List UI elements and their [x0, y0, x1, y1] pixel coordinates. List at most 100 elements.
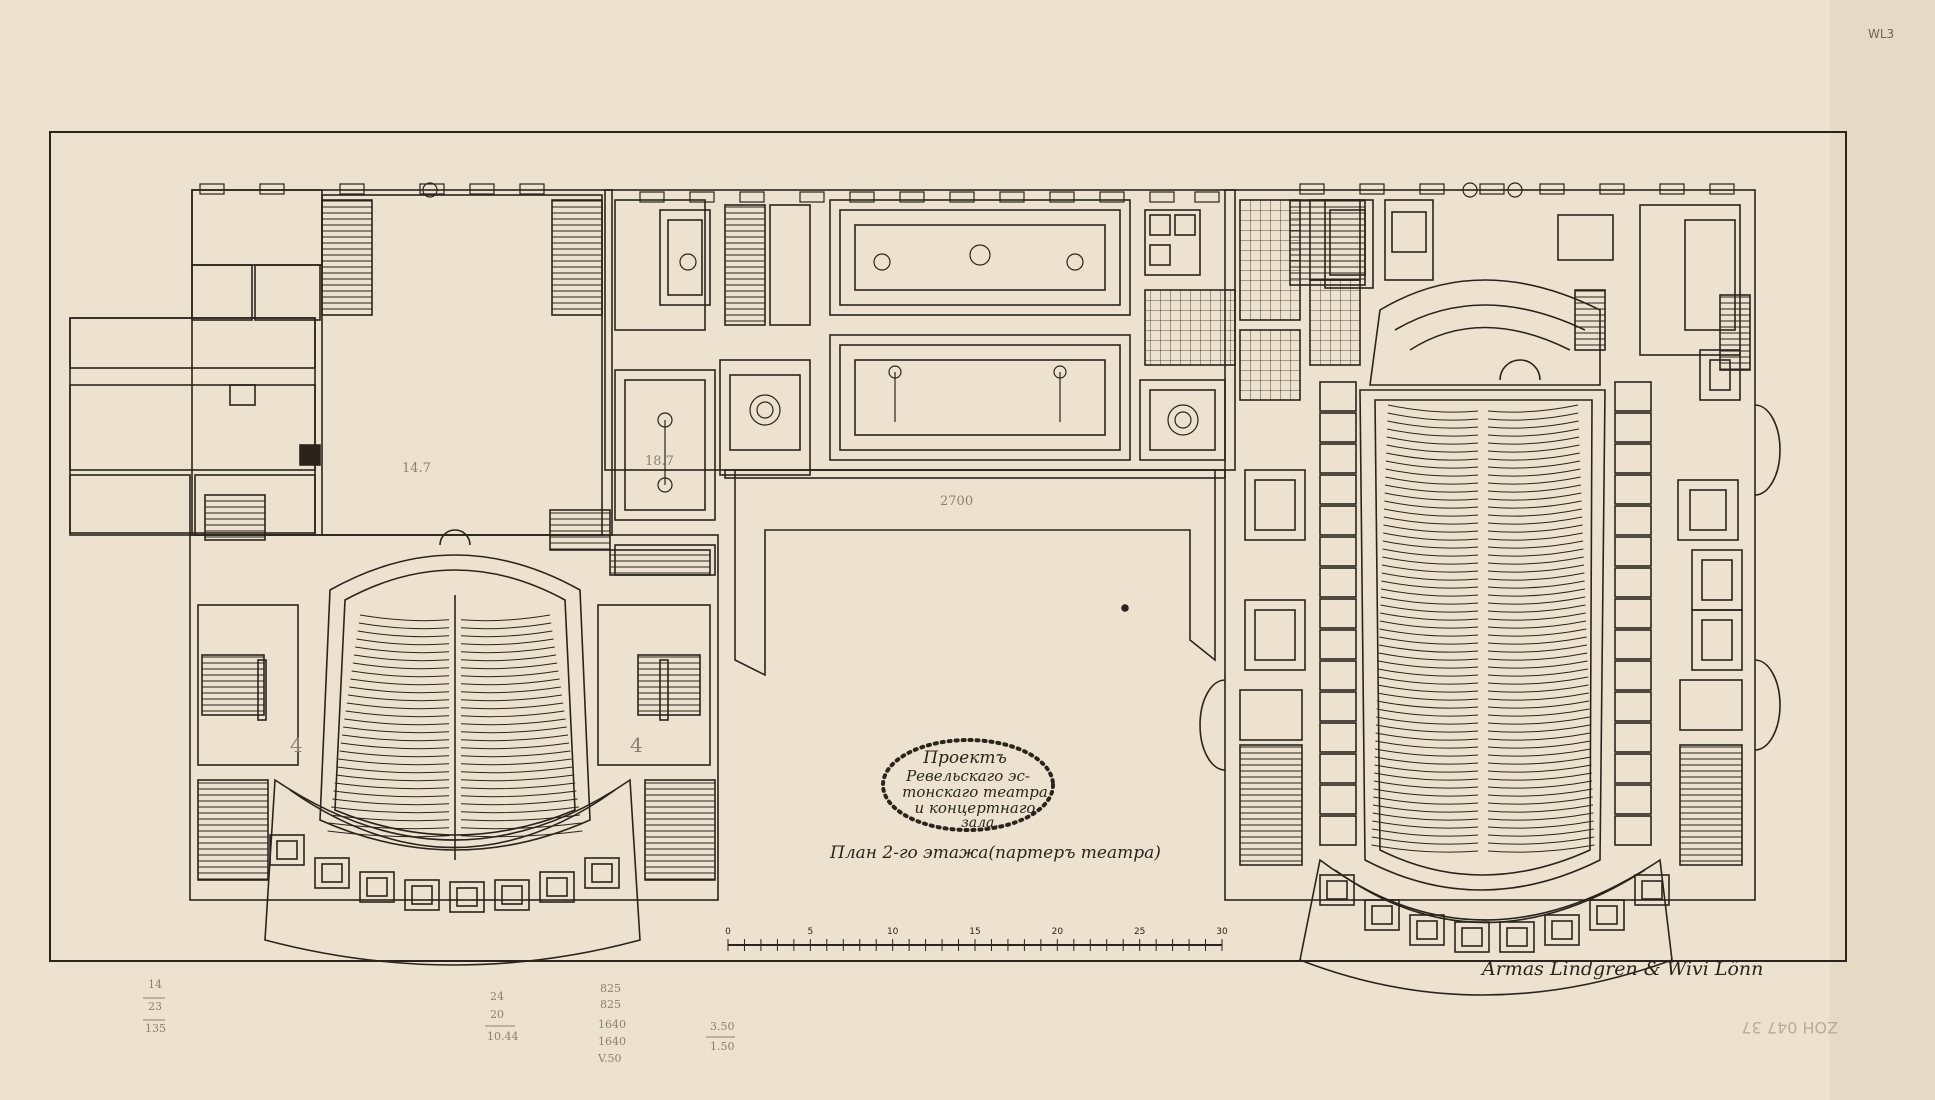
window [1419, 183, 1445, 195]
seat-row [1487, 404, 1579, 413]
pencil-note-3c: 1640 [598, 1018, 626, 1031]
window [1099, 191, 1125, 203]
seat-row [1487, 556, 1584, 565]
seat-row [1379, 628, 1479, 637]
window [1299, 183, 1325, 195]
window [999, 191, 1025, 203]
seat-row [1375, 748, 1479, 757]
seat-row [1372, 820, 1479, 829]
seat-row [1487, 692, 1589, 701]
seat-row [460, 662, 558, 670]
seat-row [1487, 812, 1594, 821]
loge-box [1634, 874, 1670, 906]
seat-row [1373, 788, 1479, 797]
window [689, 191, 715, 203]
seat-row [1378, 668, 1479, 677]
side-box-right [1614, 691, 1652, 722]
window [469, 183, 495, 195]
seat-row [460, 710, 565, 718]
scale-label: 0 [725, 927, 731, 937]
seat-row [1487, 820, 1594, 829]
seat-row [1373, 796, 1479, 805]
pencil-note-2a: 24 [490, 990, 504, 1003]
loge-box [314, 857, 350, 889]
seat-row [460, 630, 553, 638]
window [259, 183, 285, 195]
seat-row [1487, 620, 1587, 629]
seat-row [1372, 812, 1479, 821]
side-box-left [1319, 412, 1357, 443]
seat-row [460, 734, 569, 742]
seat-row [358, 622, 450, 630]
seat-row [1381, 572, 1479, 581]
window [199, 183, 225, 195]
side-box-right [1614, 660, 1652, 691]
window [899, 191, 925, 203]
title-dotted-ellipse [881, 738, 1055, 832]
seat-row [1380, 604, 1479, 613]
seat-row [1378, 660, 1479, 669]
large-auditorium-back-boxes [1319, 874, 1670, 953]
loge-box [494, 879, 530, 911]
pencil-note-3a: 825 [600, 982, 621, 995]
title-line-3: тонскаго театра [902, 783, 1048, 801]
pencil-note-3b: 825 [600, 998, 621, 1011]
seat-row [460, 686, 561, 694]
seat-row [1487, 660, 1588, 669]
seat-row [460, 814, 581, 822]
seat-row [1375, 732, 1479, 741]
left-auditorium-block [189, 534, 719, 901]
large-auditorium [1299, 279, 1673, 996]
title-line-1: Проектъ [922, 748, 1007, 768]
seat-row [460, 702, 564, 710]
loge-box-inner [321, 863, 343, 883]
pencil-note-3e: V.50 [597, 1052, 622, 1065]
seat-row [357, 630, 450, 638]
window [949, 191, 975, 203]
seat-row [1487, 444, 1580, 453]
seat-row [1487, 604, 1586, 613]
seat-row [1487, 540, 1584, 549]
seat-row [355, 646, 450, 654]
seat-row [331, 806, 450, 814]
seat-row [1487, 780, 1593, 789]
seat-row [1487, 588, 1585, 597]
seat-row [460, 806, 579, 814]
seat-row [1487, 612, 1586, 621]
seat-row [1487, 476, 1581, 485]
side-box-left [1319, 660, 1357, 691]
seat-row [335, 774, 450, 782]
seat-row [1487, 532, 1583, 541]
loge-box-inner [591, 863, 613, 883]
scale-label: 5 [807, 927, 813, 937]
seat-row [460, 694, 563, 702]
seat-row [1385, 460, 1479, 469]
drawing-border [49, 131, 1847, 962]
ceiling-ornaments [657, 244, 1199, 493]
seat-row [1487, 420, 1579, 429]
seat-row [1487, 668, 1588, 677]
seat-row [340, 742, 450, 750]
seat-row [460, 766, 573, 774]
seat-row [1386, 436, 1479, 445]
loge-box-inner [411, 885, 433, 905]
side-box-right [1614, 474, 1652, 505]
seat-row [1381, 580, 1479, 589]
seat-row [460, 758, 572, 766]
pencil-note-1b: 23 [148, 1000, 162, 1013]
scale-label: 20 [1052, 927, 1064, 937]
seat-row [346, 702, 450, 710]
seat-row [1386, 452, 1479, 461]
side-box-left [1319, 505, 1357, 536]
pencil-calculations: 14 23 135 24 20 10.44 825 825 1640 1640 … [143, 978, 735, 1065]
seat-row [1386, 444, 1479, 453]
seat-row [460, 718, 566, 726]
seat-row [1487, 508, 1582, 517]
pencil-note-3d: 1640 [598, 1035, 626, 1048]
seat-row [1374, 764, 1479, 773]
seat-row [1487, 652, 1588, 661]
seat-row [1487, 700, 1590, 709]
seat-row [353, 654, 450, 662]
small-auditorium-seats [327, 614, 583, 838]
seat-row [1387, 420, 1479, 429]
